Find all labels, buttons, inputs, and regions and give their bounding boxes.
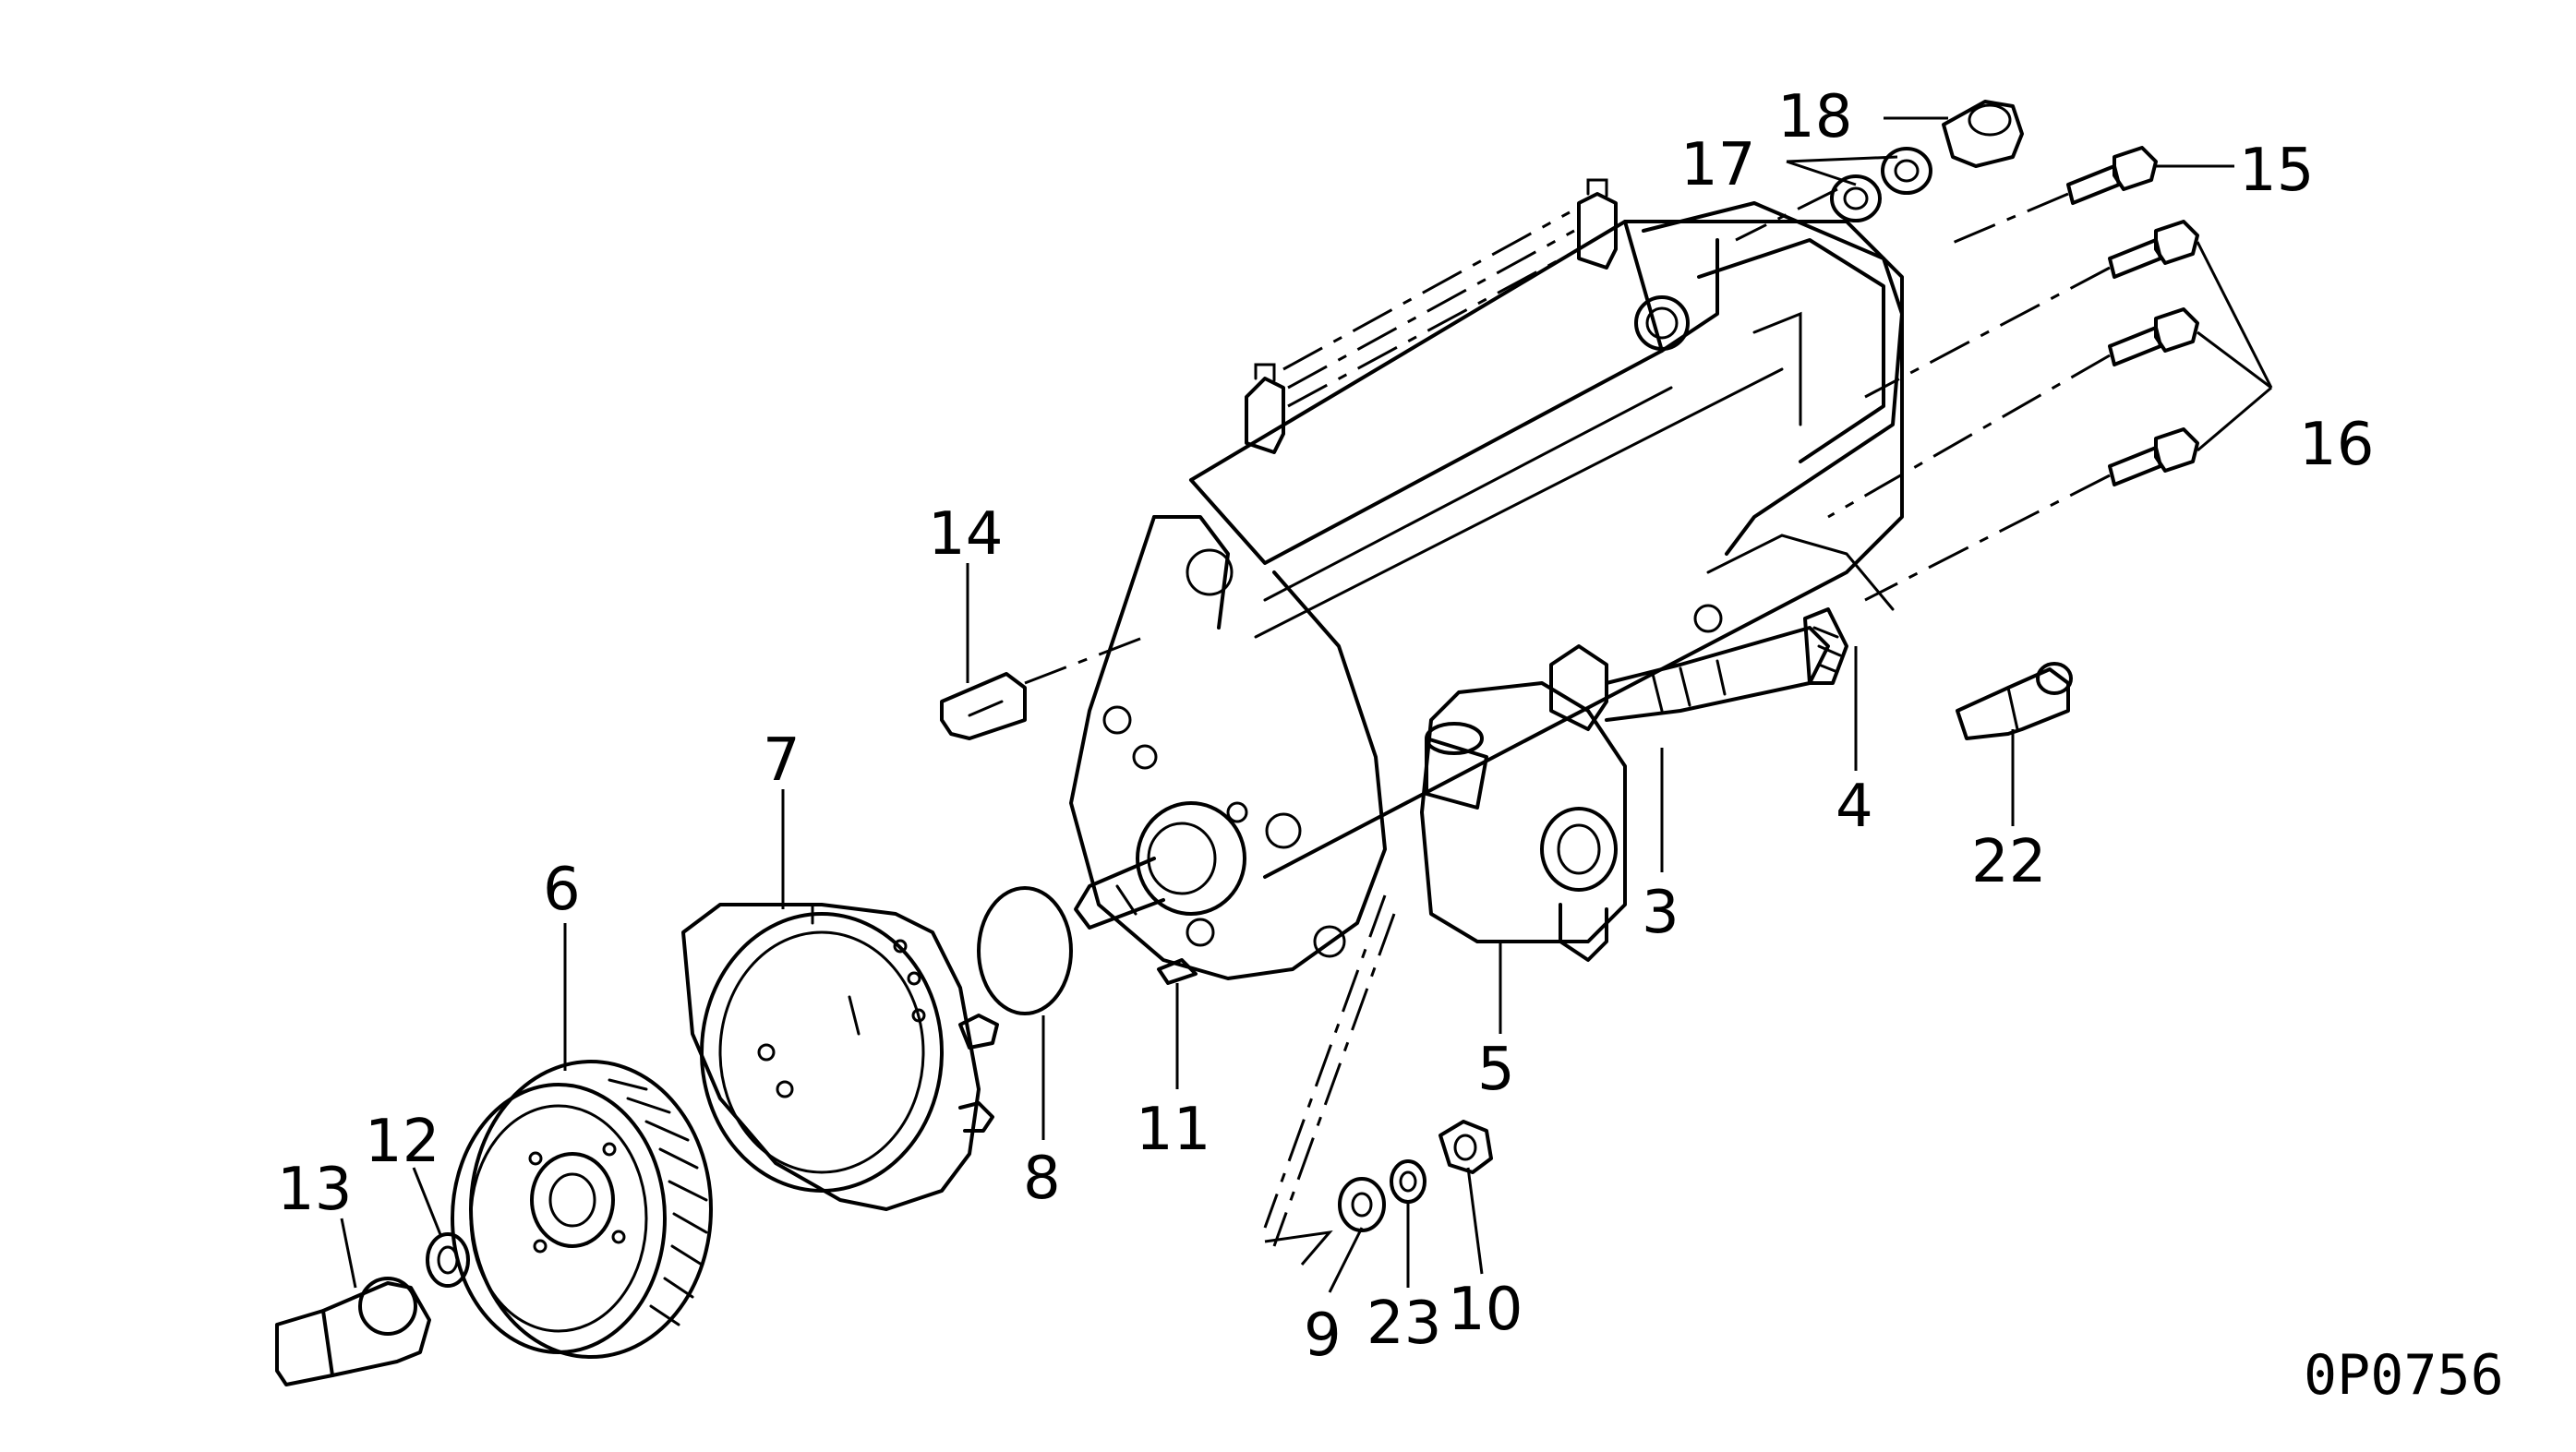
callout-22: 22 bbox=[1971, 828, 2046, 896]
callout-labels: 18 17 15 16 14 7 6 13 12 8 11 5 3 4 22 9… bbox=[277, 83, 2374, 1370]
callout-6: 6 bbox=[543, 856, 581, 924]
callout-3: 3 bbox=[1642, 879, 1679, 947]
callout-17: 17 bbox=[1680, 131, 1755, 199]
callout-5: 5 bbox=[1477, 1036, 1515, 1104]
pin-22 bbox=[1956, 662, 2073, 740]
bolts-16 bbox=[2108, 220, 2199, 486]
nut-10 bbox=[1438, 1120, 1493, 1174]
callout-13: 13 bbox=[277, 1156, 352, 1224]
callout-18: 18 bbox=[1777, 83, 1852, 151]
callout-15: 15 bbox=[2239, 137, 2314, 205]
gear-housing-7 bbox=[681, 903, 999, 1211]
key-11 bbox=[1157, 958, 1198, 985]
callout-7: 7 bbox=[763, 726, 800, 795]
pump-body bbox=[1069, 178, 1904, 980]
feed-pump-assembly bbox=[1420, 607, 1848, 962]
callout-11: 11 bbox=[1136, 1096, 1210, 1164]
callout-23: 23 bbox=[1366, 1290, 1441, 1358]
drive-gear-6 bbox=[451, 1060, 713, 1359]
leader-lines bbox=[340, 116, 2273, 1293]
callout-14: 14 bbox=[928, 500, 1003, 569]
callout-12: 12 bbox=[365, 1108, 439, 1176]
callout-16: 16 bbox=[2299, 411, 2374, 479]
drawing-code: 0P0756 bbox=[2304, 1343, 2504, 1408]
washer-12 bbox=[426, 1232, 470, 1288]
nut-13 bbox=[275, 1277, 431, 1386]
key-14 bbox=[940, 672, 1027, 740]
callout-10: 10 bbox=[1448, 1276, 1523, 1344]
bolt-15 bbox=[2066, 146, 2158, 205]
washers-17 bbox=[1830, 147, 1932, 222]
callout-8: 8 bbox=[1023, 1145, 1061, 1213]
o-ring-8 bbox=[977, 886, 1073, 1015]
washer-9 bbox=[1338, 1177, 1386, 1232]
assembly-guides bbox=[1024, 187, 2111, 1247]
washer-23 bbox=[1390, 1159, 1426, 1204]
callout-9: 9 bbox=[1304, 1302, 1342, 1370]
callout-4: 4 bbox=[1836, 773, 1873, 841]
plug-18 bbox=[1942, 100, 2024, 168]
